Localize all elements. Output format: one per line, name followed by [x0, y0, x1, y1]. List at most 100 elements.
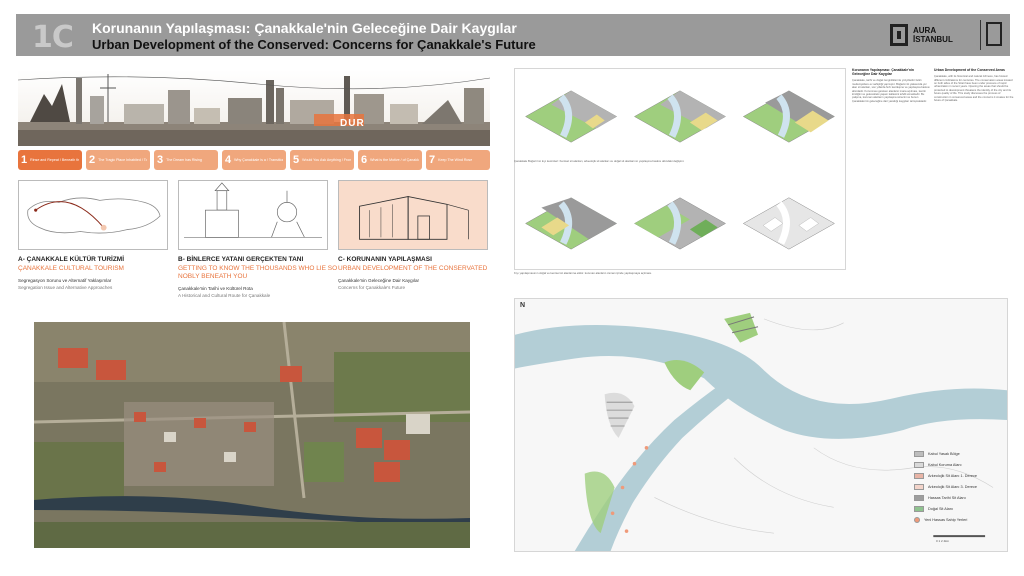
monument-illustration [184, 182, 322, 238]
legend-item: Kabul Yasak Bölge [914, 448, 1006, 459]
conservation-areas-map [514, 298, 1008, 552]
legend-label: Kabul Yasak Bölge [928, 451, 960, 456]
map-illustration [515, 299, 1007, 551]
legend-label: Yeni Hassas Sahip Yerleri [924, 517, 968, 522]
chapter-number: 1 [21, 154, 28, 166]
chapter-label: Would You Ask Anything / From the Sea? [302, 157, 351, 162]
satellite-photo [34, 322, 470, 548]
secondary-logo-icon [986, 22, 1002, 46]
aura-istanbul-logo: AURA İSTANBUL [890, 20, 962, 50]
chapter-label: What is the Motive / of Çanakkale? [370, 157, 419, 162]
chapter-pill-6[interactable]: 6 What is the Motive / of Çanakkale? [358, 150, 422, 170]
chapter-number: 5 [293, 154, 300, 166]
legend-swatch [914, 505, 924, 512]
map-scale-bar: 0 1 2 4km [936, 539, 950, 543]
chapter-number: 4 [225, 154, 232, 166]
chapter-number: 3 [157, 154, 164, 166]
secondary-logo [980, 20, 1002, 50]
turkey-outline-illustration [27, 197, 161, 234]
caption-line-en: Segregation Issue and Alternative Approa… [18, 285, 113, 290]
caption-subtitle: URBAN DEVELOPMENT OF THE CONSERVATED [338, 265, 488, 272]
chapter-pill-4[interactable]: 4 Why Çanakkale is a / Transitional Area… [222, 150, 286, 170]
caption-line-tr: Çanakkale'nin Geleceğine Dair Kaygılar [338, 278, 420, 283]
chapter-number: 6 [361, 154, 368, 166]
text-column-body: Çanakkale, tarihi ve doğal zenginlikleri… [852, 79, 930, 103]
chapter-pill-2[interactable]: 2 The Tragic Place Inhabited / Town Bene… [86, 150, 150, 170]
caption-subtitle: GETTING TO KNOW THE THOUSANDS WHO LIE SO… [178, 265, 338, 280]
chapter-label: The Tragic Place Inhabited / Town Beneat… [98, 157, 147, 162]
legend-item: Doğal Sit Alanı [914, 503, 1006, 514]
text-column-title: Urban Development of the Conserved Areas [934, 68, 1005, 72]
chapter-label: Keep The Wind Rose [438, 157, 473, 162]
building-illustration [359, 196, 469, 240]
chapter-label: Why Çanakkale is a / Transitional Area? [234, 157, 283, 162]
logo-line1: AURA [913, 26, 937, 35]
text-column-title: Korunanın Yapılaşması: Çanakkale'nin Gel… [852, 68, 914, 77]
caption-c: C- KORUNANIN YAPILAŞMASI URBAN DEVELOPME… [338, 256, 498, 290]
legend-item: Yeni Hassas Sahip Yerleri [914, 514, 1006, 525]
monument-sketch [178, 180, 328, 250]
satellite-illustration [34, 322, 470, 548]
diagram-caption-top: Çanakkale Boğazı'nın kıyı kesimleri: Ken… [514, 159, 685, 163]
legend-label: Hassas Tarihi Sit Alanı [928, 495, 966, 500]
diagram-caption-bottom: Kıyı yapılaşmasının doğal ve kentsel sit… [514, 271, 653, 275]
caption-title: A- ÇANAKKALE KÜLTÜR TURİZMİ [18, 256, 125, 263]
logo-mark-icon [890, 24, 908, 46]
diagram-2 [633, 90, 727, 143]
chapter-label: Rinse and Repeat / Beneath the Soil [30, 157, 79, 162]
diagram-1 [525, 90, 618, 143]
diagram-6 [742, 197, 835, 250]
legend-item: Arkeolojik Sit Alanı 3. Derece [914, 481, 1006, 492]
title-turkish: Korunanın Yapılaşması: Çanakkale'nin Gel… [92, 20, 517, 36]
caption-subtitle: ÇANAKKALE CULTURAL TOURISM [18, 265, 124, 272]
legend-item: Kabul Koruma Alanı [914, 459, 1006, 470]
chapter-strip: 1 Rinse and Repeat / Beneath the Soil 2 … [18, 150, 490, 170]
building-sketch [338, 180, 488, 250]
diagram-4 [525, 197, 618, 250]
chapter-pill-5[interactable]: 5 Would You Ask Anything / From the Sea? [290, 150, 354, 170]
legend-label: Arkeolojik Sit Alanı 3. Derece [928, 484, 977, 489]
section-badge: 1C [32, 20, 74, 55]
collage-word: DUR [340, 118, 365, 129]
legend-item: Arkeolojik Sit Alanı 1. Derece [914, 470, 1006, 481]
chapter-pill-7[interactable]: 7 Keep The Wind Rose [426, 150, 490, 170]
caption-line-en: Concerns for Çanakkale's Future [338, 285, 406, 290]
legend-label: Arkeolojik Sit Alanı 1. Derece [928, 473, 977, 478]
industrial-collage-image: DUR [18, 70, 490, 146]
caption-title: C- KORUNANIN YAPILAŞMASI [338, 256, 432, 263]
chapter-pill-3[interactable]: 3 The Dream has Rising [154, 150, 218, 170]
text-column-turkish: Korunanın Yapılaşması: Çanakkale'nin Gel… [852, 68, 932, 278]
chapter-label: The Dream has Rising [166, 157, 202, 162]
isometric-diagram-panel [514, 68, 846, 270]
legend-swatch [914, 450, 924, 457]
legend-swatch [914, 483, 924, 490]
logo-text: AURA İSTANBUL [913, 26, 953, 44]
text-column-body: Çanakkale, with its historical and natur… [934, 75, 1014, 103]
north-arrow: N [520, 302, 526, 309]
caption-line-en: A Historical and Cultural Route for Çana… [178, 293, 271, 298]
diagram-3 [742, 90, 835, 143]
legend-swatch [914, 472, 924, 479]
logo-line2: İSTANBUL [913, 35, 953, 44]
map-legend: Kabul Yasak Bölge Kabul Koruma Alanı Ark… [914, 448, 1006, 525]
legend-swatch [914, 516, 920, 523]
legend-label: Doğal Sit Alanı [928, 506, 953, 511]
text-column-english: Urban Development of the Conserved Areas… [934, 68, 1014, 278]
caption-line-tr: Segregasyon Sorunu ve Alternatif Yaklaşı… [18, 278, 112, 283]
caption-a: A- ÇANAKKALE KÜLTÜR TURİZMİ ÇANAKKALE CU… [18, 256, 178, 290]
legend-label: Kabul Koruma Alanı [928, 462, 962, 467]
chapter-pill-1[interactable]: 1 Rinse and Repeat / Beneath the Soil [18, 150, 82, 170]
legend-swatch [914, 461, 924, 468]
caption-title: B- BİNLERCE YATANI GERÇEKTEN TANI [178, 256, 304, 263]
caption-line-tr: Çanakkale'nin Tarihi ve Kültürel Rota [178, 286, 253, 291]
legend-item: Hassas Tarihi Sit Alanı [914, 492, 1006, 503]
diagram-5 [633, 197, 727, 250]
chapter-number: 2 [89, 154, 96, 166]
caption-b: B- BİNLERCE YATANI GERÇEKTEN TANI GETTIN… [178, 256, 338, 298]
title-english: Urban Development of the Conserved: Conc… [92, 37, 536, 52]
legend-swatch [914, 494, 924, 501]
chapter-number: 7 [429, 154, 436, 166]
header-band: 1C Korunanın Yapılaşması: Çanakkale'nin … [16, 14, 1010, 56]
isometric-diagrams [525, 90, 835, 250]
turkey-route-map-sketch [18, 180, 168, 250]
